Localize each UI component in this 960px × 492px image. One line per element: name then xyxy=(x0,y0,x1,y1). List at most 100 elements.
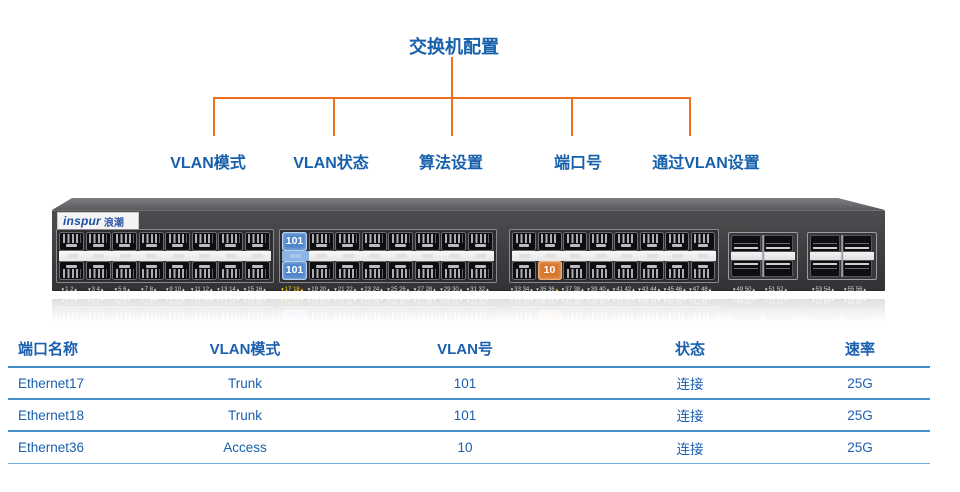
table-cell: Ethernet18 xyxy=(18,407,85,423)
port-label: ▼9 10▲ xyxy=(164,287,186,293)
branch-via-vlan: 通过VLAN设置 xyxy=(652,155,760,172)
port-label: ▼17 18▲ xyxy=(280,287,305,293)
table-header-cell: 状态 xyxy=(674,340,705,358)
port-top-29-30 xyxy=(441,232,466,251)
port-top-15-16 xyxy=(244,232,270,251)
port-top-31-32 xyxy=(467,232,493,251)
port-label: ▼45 46▲ xyxy=(662,287,687,293)
port-label: ▼23 24▲ xyxy=(359,287,384,293)
port-strip-segment xyxy=(244,251,271,261)
tree-stub-3 xyxy=(451,97,453,136)
port-top-17-18: 101 xyxy=(282,232,307,251)
port-strip-segment xyxy=(690,251,716,261)
port-top-27-28 xyxy=(414,232,440,251)
port-label: ▼53 54▲ xyxy=(811,287,835,293)
inspur-logo: inspur 浪潮 xyxy=(57,212,139,230)
port-bottom-37-38 xyxy=(563,261,587,280)
port-label: ▼21 22▲ xyxy=(333,287,358,293)
switch-top-face xyxy=(52,198,885,210)
port-strip-segment xyxy=(335,251,362,261)
port-bottom-3-4 xyxy=(85,261,111,280)
inspur-logo-text: inspur xyxy=(63,214,101,228)
table-cell: 连接 xyxy=(676,441,704,457)
table-cell: 10 xyxy=(457,440,473,455)
port-strip-segment xyxy=(588,251,614,261)
port-label: ▼55 56▲ xyxy=(843,287,867,293)
port-bottom-13-14 xyxy=(218,261,243,280)
port-label: ▼27 28▲ xyxy=(412,287,437,293)
port-label: ▼25 26▲ xyxy=(386,287,411,293)
table-header-cell: 速率 xyxy=(844,340,875,358)
port-bottom-49-50 xyxy=(731,260,761,277)
port-strip-segment xyxy=(59,251,86,261)
port-label: ▼19 20▲ xyxy=(306,287,331,293)
port-bottom-51-52 xyxy=(763,260,793,277)
branch-vlan-status: VLAN状态 xyxy=(293,155,369,172)
port-label: ▼43 44▲ xyxy=(637,287,662,293)
port-bottom-41-42 xyxy=(614,261,638,280)
port-strip-segment xyxy=(537,251,563,261)
port-label: ▼7 8▲ xyxy=(140,287,158,293)
qsfp-port-block xyxy=(807,232,877,280)
port-strip-segment xyxy=(191,251,218,261)
port-strip-segment xyxy=(763,252,795,260)
port-bottom-29-30 xyxy=(441,261,466,280)
port-top-39-40 xyxy=(588,232,613,251)
port-bottom-1-2 xyxy=(59,261,84,280)
tree-stub-1 xyxy=(213,97,215,136)
port-label: ▼3 4▲ xyxy=(87,287,105,293)
port-label: ▼1 2▲ xyxy=(60,287,78,293)
port-bottom-31-32 xyxy=(467,261,493,280)
port-top-21-22 xyxy=(335,232,360,251)
port-top-5-6 xyxy=(112,232,137,251)
port-strip-segment xyxy=(512,251,538,261)
port-label: ▼31 32▲ xyxy=(465,287,490,293)
port-strip-segment xyxy=(810,252,842,260)
port-strip-segment xyxy=(218,251,245,261)
port-label: ▼33 34▲ xyxy=(509,287,534,293)
port-top-23-24 xyxy=(361,232,387,251)
port-bottom-55-56 xyxy=(842,260,872,277)
port-top-9-10 xyxy=(165,232,190,251)
port-bottom-5-6 xyxy=(112,261,137,280)
port-label: ▼11 12▲ xyxy=(189,287,214,293)
port-bottom-19-20 xyxy=(308,261,334,280)
port-strip-segment xyxy=(85,251,112,261)
table-cell: 25G xyxy=(847,440,873,455)
port-strip-segment xyxy=(388,251,415,261)
branch-algorithm: 算法设置 xyxy=(418,155,484,172)
port-bottom-9-10 xyxy=(165,261,190,280)
switch-image: inspur 浪潮 ▼1 2▲ ▼3 4▲ ▼5 6▲ ▼7 8▲ ▼9 10▲▼11 … xyxy=(52,198,904,293)
tree-stub-5 xyxy=(689,97,691,136)
port-label: ▼47 48▲ xyxy=(688,287,713,293)
port-strip-segment xyxy=(731,252,763,260)
port-bottom-17-18: 101 xyxy=(282,261,307,280)
port-bottom-53-54 xyxy=(810,260,840,277)
port-label: ▼5 6▲ xyxy=(113,287,131,293)
port-bottom-11-12 xyxy=(191,261,217,280)
port-label: ▼51 52▲ xyxy=(764,287,788,293)
port-top-49-50 xyxy=(731,235,761,252)
port-top-7-8 xyxy=(138,232,164,251)
port-bottom-39-40 xyxy=(588,261,613,280)
table-cell: Access xyxy=(223,440,267,455)
port-strip-segment xyxy=(665,251,691,261)
qsfp-divider xyxy=(762,235,764,277)
tree-stub-4 xyxy=(571,97,573,136)
port-top-19-20 xyxy=(308,232,334,251)
port-bottom-45-46 xyxy=(665,261,689,280)
port-bottom-25-26 xyxy=(388,261,413,280)
sfp-port-block: 101 101 xyxy=(279,229,497,283)
port-top-35-36 xyxy=(537,232,562,251)
port-top-45-46 xyxy=(665,232,689,251)
port-strip-segment xyxy=(563,251,589,261)
table-header-cell: 端口名称 xyxy=(18,340,79,358)
inspur-logo-cn: 浪潮 xyxy=(103,217,124,229)
port-top-13-14 xyxy=(218,232,243,251)
port-label: ▼35 36▲ xyxy=(535,287,560,293)
